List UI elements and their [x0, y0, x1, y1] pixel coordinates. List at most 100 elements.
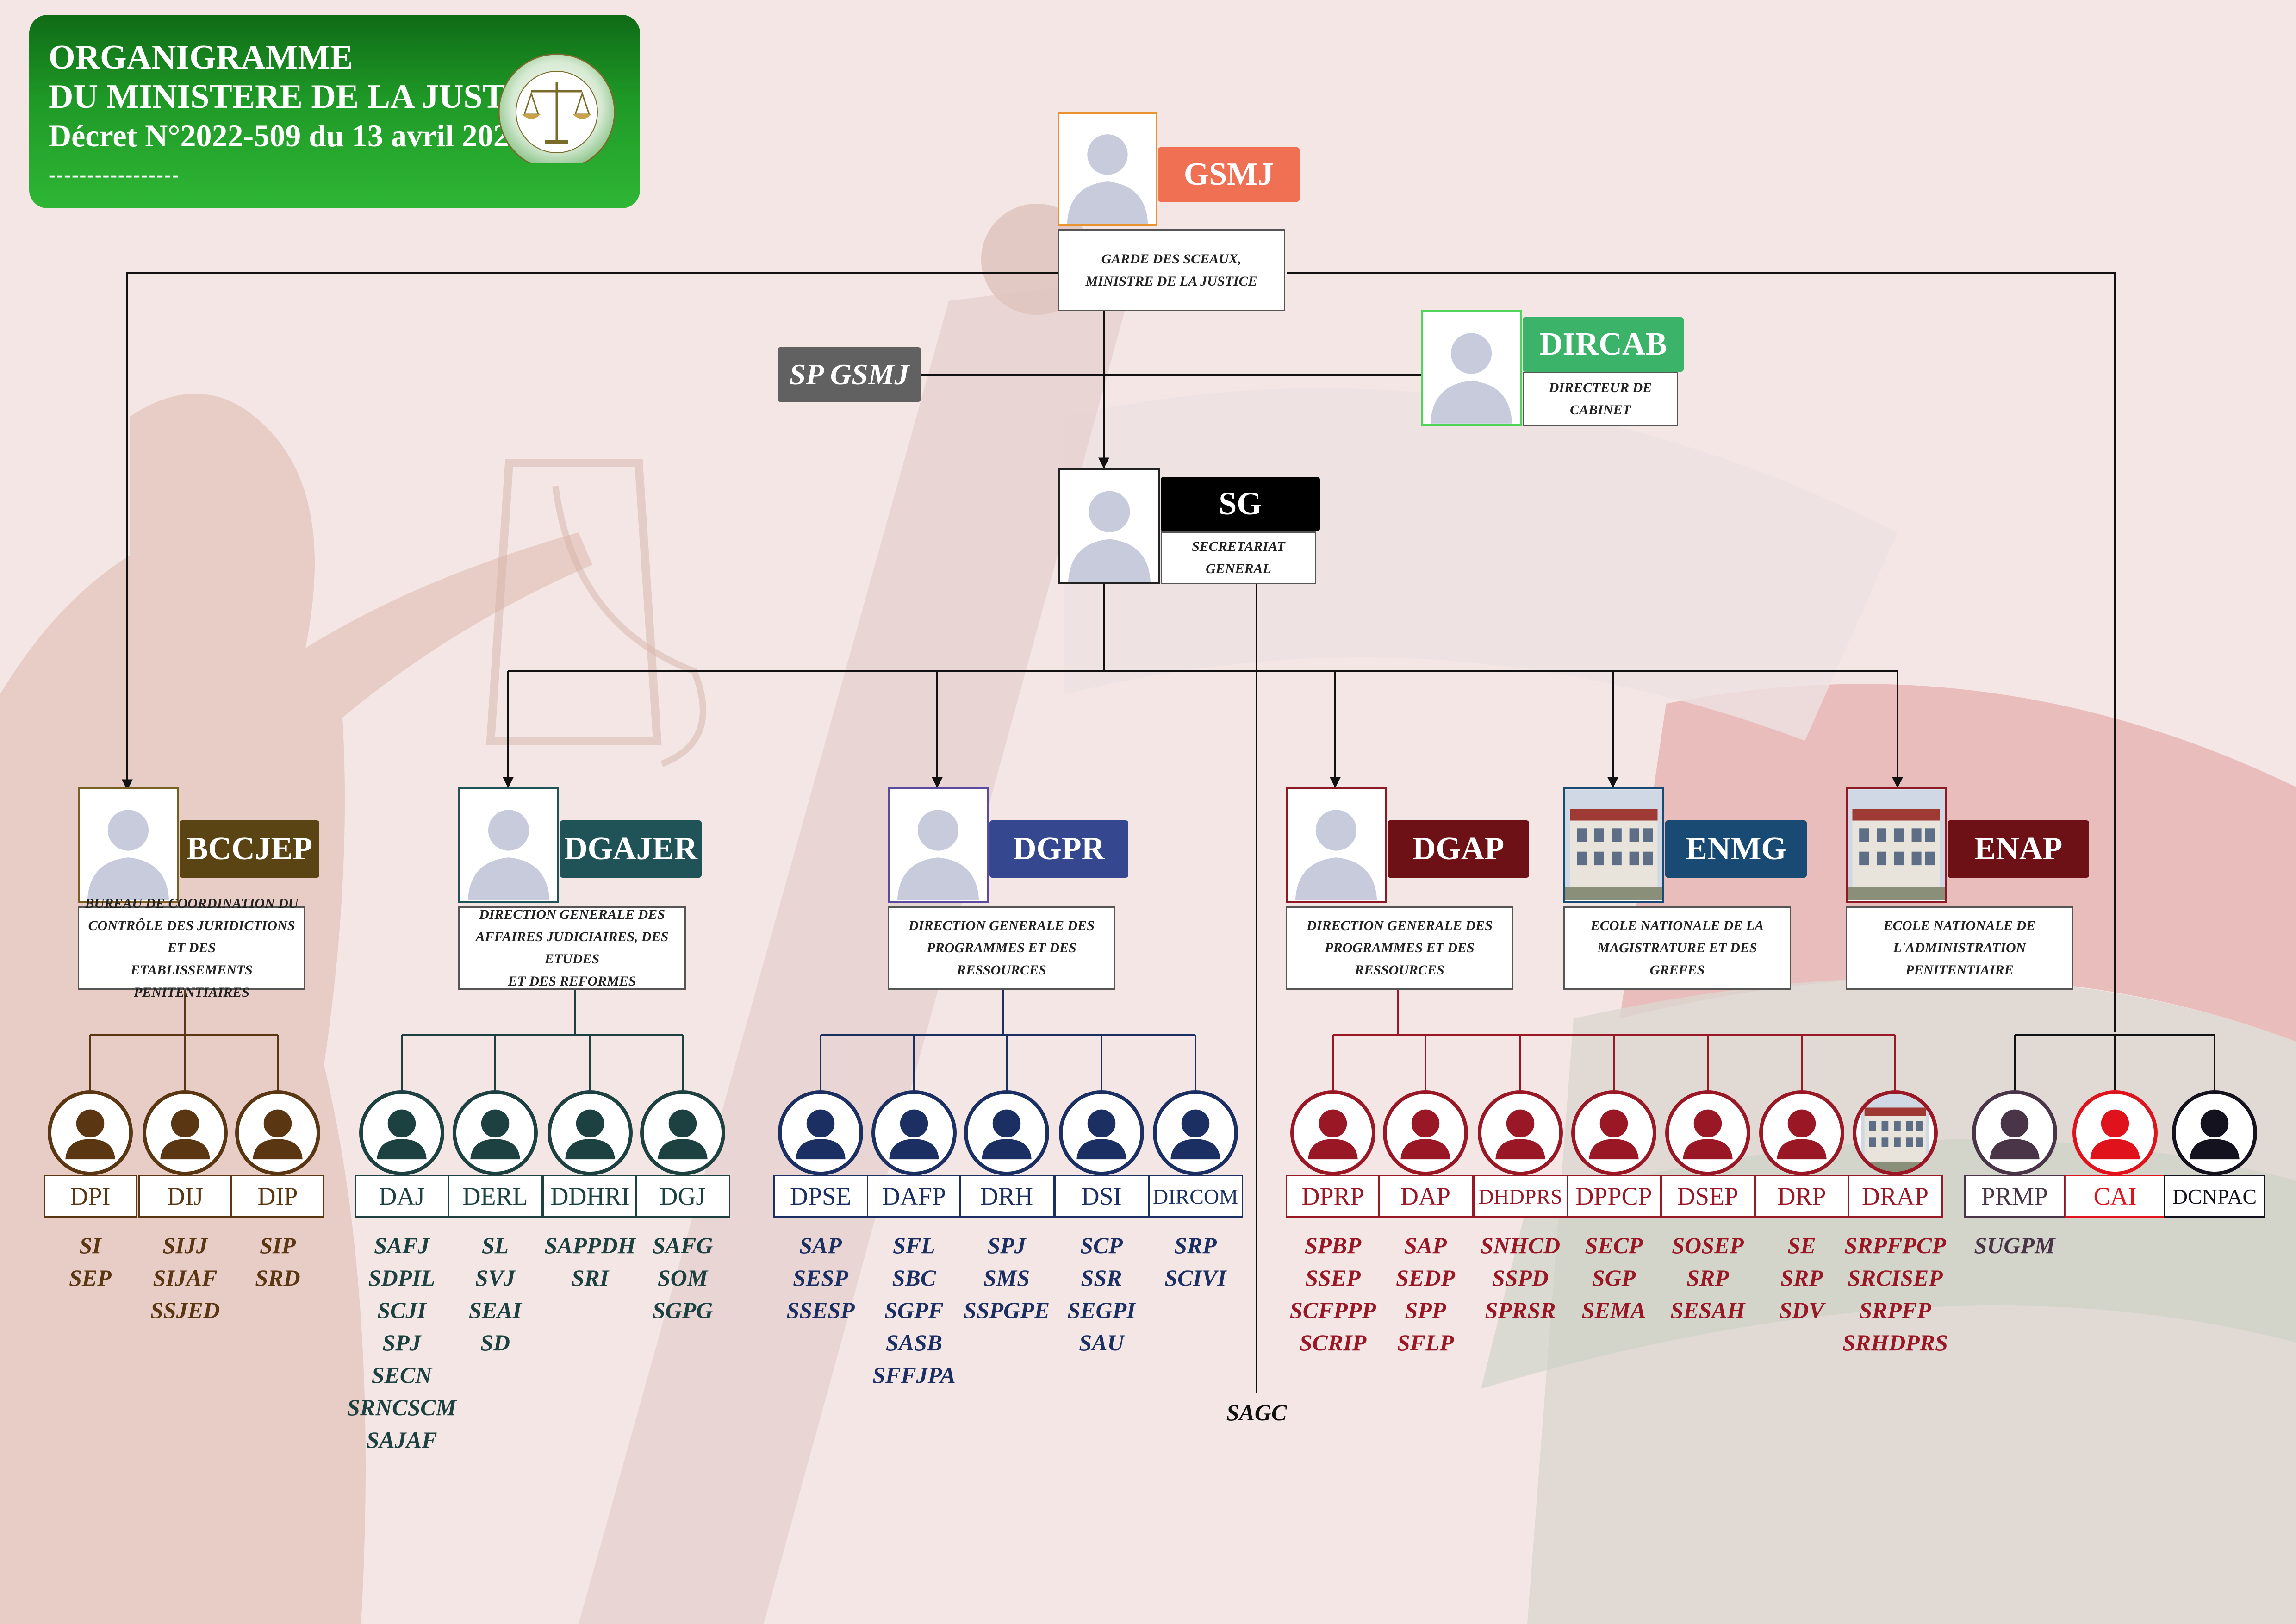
service-item: SDPIL: [368, 1265, 436, 1291]
header-banner: ORGANIGRAMME DU MINISTERE DE LA JUSTICE …: [29, 15, 640, 208]
sp-gsmj-badge: SP GSMJ: [778, 347, 921, 402]
person-avatar-icon: [1294, 1094, 1372, 1172]
service-item: SGPG: [652, 1297, 713, 1323]
person-avatar-icon: [2076, 1094, 2154, 1172]
description-line: CONTRÔLE DES JURIDICTIONS ET DES: [88, 918, 295, 956]
service-item: SSEP: [1305, 1265, 1361, 1291]
service-item: SSPGPE: [963, 1297, 1050, 1323]
service-item: SRPFP: [1859, 1297, 1931, 1323]
service-item: SD: [480, 1330, 510, 1355]
person-avatar-icon: [1063, 1094, 1140, 1172]
dircab-code: DIRCAB: [1523, 317, 1684, 372]
service-item: SAP: [1404, 1232, 1447, 1258]
service-item: SECN: [371, 1362, 432, 1388]
gsmj-code: GSMJ: [1158, 147, 1300, 202]
person-avatar-icon: [782, 1094, 859, 1172]
cai-avatar-icon: [2072, 1090, 2158, 1175]
drp-code: DRP: [1754, 1175, 1849, 1218]
dpse-code: DPSE: [773, 1175, 868, 1218]
service-item: SEDP: [1396, 1265, 1455, 1291]
dircab-description: DIRECTEUR DE CABINET: [1523, 372, 1678, 426]
description-line: ECOLE NATIONALE DE LA: [1590, 918, 1764, 933]
dap-avatar-icon: [1383, 1090, 1468, 1175]
dcnpac-code: DCNPAC: [2164, 1175, 2265, 1218]
dgajer-code: DGAJER: [560, 820, 702, 878]
ddhri-avatar-icon: [548, 1090, 633, 1175]
person-avatar-icon: [968, 1094, 1045, 1172]
service-item: SAJAF: [366, 1427, 437, 1453]
dafp-code: DAFP: [866, 1175, 962, 1218]
person-placeholder-icon: [1423, 312, 1520, 424]
person-avatar-icon: [51, 1094, 129, 1172]
service-item: SAU: [1079, 1330, 1124, 1355]
service-item: SIJAF: [153, 1265, 218, 1291]
description-line: PROGRAMMES ET DES RESSOURCES: [1325, 940, 1475, 978]
service-item: SFLP: [1397, 1330, 1454, 1355]
service-item: SRP: [1174, 1232, 1217, 1258]
dpi-code: DPI: [44, 1175, 137, 1218]
dap-code: DAP: [1378, 1175, 1473, 1218]
service-item: SOM: [657, 1265, 708, 1291]
person-avatar-icon: [551, 1094, 629, 1172]
enmg-code: ENMG: [1665, 820, 1807, 878]
dpi-avatar-icon: [48, 1090, 133, 1175]
service-item: SVJ: [475, 1265, 516, 1291]
sg-code: SG: [1161, 477, 1320, 531]
dppcp-code: DPPCP: [1566, 1175, 1661, 1218]
service-item: SSESP: [786, 1297, 855, 1323]
service-item: SFFJPA: [872, 1362, 956, 1388]
service-item: SNHCD: [1480, 1232, 1561, 1258]
service-item: SSJED: [150, 1297, 220, 1323]
cai-code: CAI: [2065, 1175, 2165, 1218]
service-item: SRNCSCM: [347, 1394, 457, 1420]
description-line: DIRECTION GENERALE DES: [1307, 918, 1493, 933]
gsmj-photo: [1058, 112, 1157, 226]
header-title-line2: DU MINISTERE DE LA JUSTICE: [49, 78, 566, 116]
service-item: SASB: [885, 1330, 943, 1355]
service-item: SUGPM: [1974, 1232, 2055, 1258]
dgap-description: DIRECTION GENERALE DES PROGRAMMES ET DES …: [1286, 906, 1513, 990]
service-item: SGPF: [884, 1297, 944, 1323]
dprp-avatar-icon: [1290, 1090, 1375, 1175]
service-item: SEP: [69, 1265, 112, 1291]
bccjep-code: BCCJEP: [180, 820, 319, 878]
prmp-avatar-icon: [1972, 1090, 2057, 1175]
person-placeholder-icon: [1288, 789, 1385, 900]
dcnpac-avatar-icon: [2172, 1090, 2257, 1175]
service-item: SSPD: [1492, 1265, 1549, 1291]
service-item: SCRIP: [1299, 1330, 1367, 1355]
dgj-code: DGJ: [635, 1175, 730, 1218]
description-line: DIRECTION GENERALE DES: [908, 918, 1095, 933]
service-item: SBC: [892, 1265, 936, 1291]
service-item: SI: [79, 1232, 101, 1258]
dircom-services: SRP SCIVI: [1135, 1229, 1256, 1294]
dgpr-photo: [888, 787, 989, 903]
service-item: SESP: [793, 1265, 848, 1291]
service-item: SAFJ: [374, 1232, 429, 1258]
description-line: AFFAIRES JUDICIAIRES, DES ETUDES: [475, 929, 669, 967]
dsep-code: DSEP: [1660, 1175, 1755, 1218]
building-photo-icon: [1861, 1094, 1929, 1172]
dpi-services: SI SEP: [30, 1229, 150, 1294]
service-item: SGP: [1592, 1265, 1636, 1291]
person-avatar-icon: [239, 1094, 317, 1172]
drap-avatar-icon: [1853, 1090, 1938, 1175]
dij-code: DIJ: [138, 1175, 232, 1218]
dgj-avatar-icon: [640, 1090, 725, 1175]
header-decree: Décret N°2022-509 du 13 avril 2022: [49, 118, 525, 153]
service-item: SCIVI: [1164, 1265, 1226, 1291]
sg-description: SECRETARIAT GENERAL: [1161, 531, 1316, 584]
service-item: SOSEP: [1672, 1232, 1744, 1258]
service-item: SCFPPP: [1289, 1297, 1376, 1323]
prmp-services: SUGPM: [1954, 1229, 2075, 1262]
